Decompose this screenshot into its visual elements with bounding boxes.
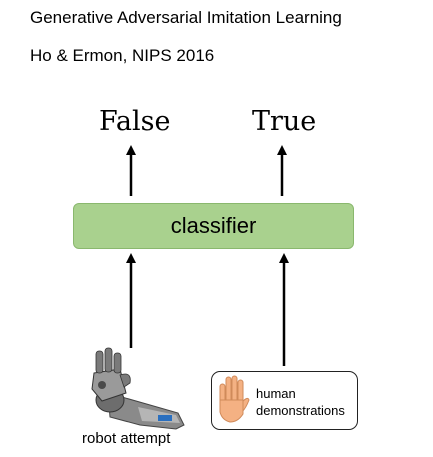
classifier-label: classifier [170, 213, 257, 238]
human-label-line2: demonstrations [256, 403, 345, 418]
robot-arm-icon [91, 347, 185, 430]
classifier-box: classifier [73, 203, 354, 249]
robot-attempt-caption: robot attempt [82, 430, 171, 447]
diagram-title: Generative Adversarial Imitation Learnin… [30, 8, 342, 27]
output-true-label: True [252, 106, 317, 137]
hand-icon [219, 375, 250, 423]
citation: Ho & Ermon, NIPS 2016 [30, 46, 215, 65]
output-false-label: False [99, 106, 171, 137]
human-label-line1: human [256, 386, 296, 401]
human-demonstrations-label: human demonstrations [256, 385, 345, 419]
